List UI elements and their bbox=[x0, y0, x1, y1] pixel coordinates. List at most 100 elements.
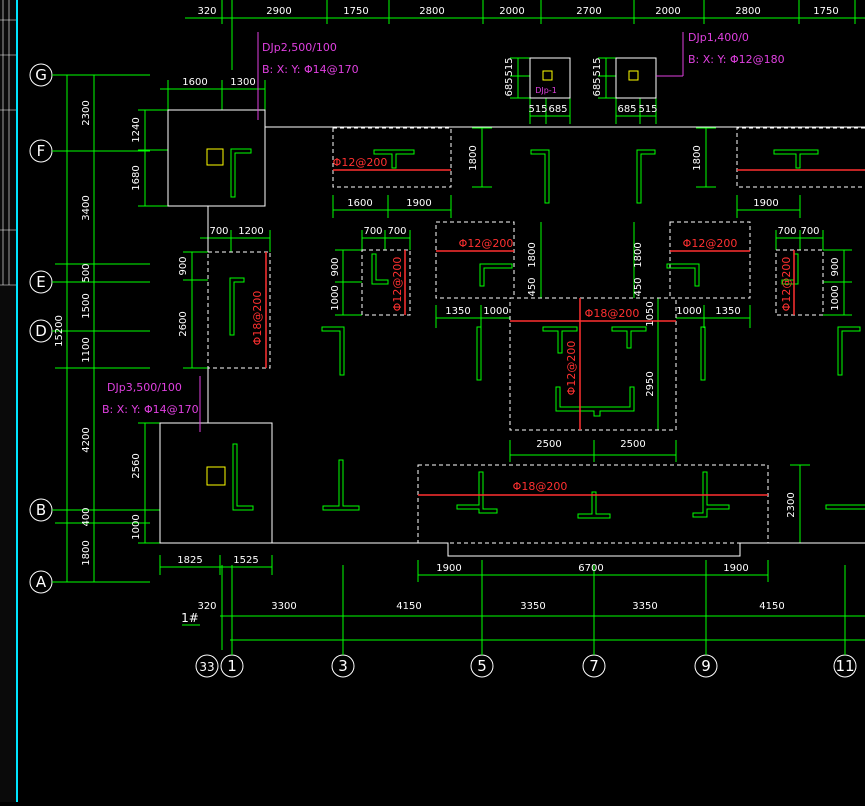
rebar-label: Φ12@200 bbox=[683, 237, 738, 250]
row-axis-label: B bbox=[36, 501, 46, 519]
dim-text: 1100 bbox=[81, 337, 92, 362]
dim-text: 2500 bbox=[620, 439, 645, 450]
rebar-label: Φ12@200 bbox=[780, 257, 793, 312]
dim-text: 400 bbox=[81, 507, 92, 526]
dim-text: 2700 bbox=[576, 6, 601, 17]
dim-text: 1900 bbox=[723, 563, 748, 574]
row-axis-label: E bbox=[36, 273, 45, 291]
dim-text: 2600 bbox=[178, 311, 189, 336]
dim-text: 4150 bbox=[759, 601, 784, 612]
building-outline bbox=[207, 126, 865, 557]
dashed-cap-e-left bbox=[361, 249, 411, 316]
dim-text: 1800 bbox=[81, 540, 92, 565]
columns bbox=[206, 70, 639, 486]
dim-text: 6700 bbox=[578, 563, 603, 574]
callouts: DJp2,500/100 B: X: Y: Φ14@170 DJp3,500/1… bbox=[102, 31, 785, 416]
callout-text: DJp1,400/0 bbox=[688, 31, 749, 44]
dim-text: 1825 bbox=[177, 555, 202, 566]
col-axis-label: 5 bbox=[477, 657, 487, 675]
dim-text: 4150 bbox=[396, 601, 421, 612]
dim-text: 1680 bbox=[131, 165, 142, 190]
row-axis-label: A bbox=[36, 573, 47, 591]
dim-text: 320 bbox=[197, 601, 216, 612]
rebar-labels: Φ12@200 Φ12@200 Φ12@200 Φ18@200 Φ12@200 … bbox=[251, 156, 793, 493]
dim-text: 1750 bbox=[343, 6, 368, 17]
column bbox=[206, 148, 224, 166]
rebar-label: Φ12@200 bbox=[565, 341, 578, 396]
dim-text: 2300 bbox=[786, 492, 797, 517]
column bbox=[206, 466, 226, 486]
callout-text: B: X: Y: Φ14@170 bbox=[102, 403, 199, 416]
dim-text: 500 bbox=[81, 263, 92, 282]
dim-text: 515 bbox=[592, 57, 603, 76]
dim-text: 15200 bbox=[54, 315, 65, 347]
dim-text: 685 bbox=[617, 104, 636, 115]
dim-text: 700 bbox=[800, 226, 819, 237]
pile-cap-g bbox=[167, 109, 266, 207]
rebar-label: Φ18@200 bbox=[513, 480, 568, 493]
col-axis-label: 7 bbox=[589, 657, 599, 675]
dashed-cap-core-left bbox=[435, 221, 515, 299]
dim-text: 2500 bbox=[536, 439, 561, 450]
dim-text: 900 bbox=[830, 257, 841, 276]
dim-text: 3400 bbox=[81, 195, 92, 220]
dim-text: 1800 bbox=[633, 242, 644, 267]
dim-text: 900 bbox=[178, 256, 189, 275]
dim-text: 515 bbox=[504, 57, 515, 76]
dim-text: 700 bbox=[209, 226, 228, 237]
callout-text: DJp3,500/100 bbox=[107, 381, 182, 394]
axis-labels: G F E D B A 33 1 3 5 7 9 11 bbox=[35, 66, 854, 675]
dim-text: 1900 bbox=[406, 198, 431, 209]
dim-text: 1600 bbox=[182, 77, 207, 88]
dim-text: 1800 bbox=[527, 242, 538, 267]
dim-text: 2800 bbox=[735, 6, 760, 17]
block-tag: 1# bbox=[181, 611, 199, 625]
dim-text: 2000 bbox=[655, 6, 680, 17]
dim-text: 1600 bbox=[347, 198, 372, 209]
dim-text: 1800 bbox=[468, 145, 479, 170]
dim-text: 685 bbox=[592, 77, 603, 96]
dim-text: 2900 bbox=[266, 6, 291, 17]
dim-text: 685 bbox=[504, 77, 515, 96]
dim-text: 1000 bbox=[676, 306, 701, 317]
dim-text: 3350 bbox=[520, 601, 545, 612]
dashed-caps bbox=[207, 127, 865, 544]
dashed-raft bbox=[417, 464, 769, 544]
dashed-cap-core-right bbox=[669, 221, 751, 299]
dim-text: 1350 bbox=[715, 306, 740, 317]
col-axis-label: 1 bbox=[227, 657, 237, 675]
rebar-label: Φ18@200 bbox=[585, 307, 640, 320]
dim-text: 1350 bbox=[445, 306, 470, 317]
col-axis-label: 9 bbox=[701, 657, 711, 675]
dimension-texts: 320 2900 1750 2800 2000 2700 2000 2800 1… bbox=[54, 6, 841, 625]
dim-text: 320 bbox=[197, 6, 216, 17]
dim-text: 2300 bbox=[81, 100, 92, 125]
pile-cap-b bbox=[159, 422, 273, 544]
dim-text: 2800 bbox=[419, 6, 444, 17]
dim-text: 4200 bbox=[81, 427, 92, 452]
dim-text: 1000 bbox=[483, 306, 508, 317]
leader-lines bbox=[199, 32, 684, 432]
dim-text: 1000 bbox=[830, 285, 841, 310]
dim-text: 700 bbox=[387, 226, 406, 237]
shear-walls bbox=[229, 148, 865, 519]
dim-text: 1800 bbox=[692, 145, 703, 170]
column bbox=[542, 70, 553, 81]
dashed-cap-f-left bbox=[332, 127, 452, 188]
dim-text: 1240 bbox=[131, 117, 142, 142]
axis-bubble-tails bbox=[52, 74, 846, 655]
pile-caps bbox=[159, 57, 657, 544]
dim-text: 3350 bbox=[632, 601, 657, 612]
callout-text: DJp-1 bbox=[535, 86, 557, 95]
rebar-label: Φ18@200 bbox=[251, 291, 264, 346]
dim-text: 2560 bbox=[131, 453, 142, 478]
dim-text: 1500 bbox=[81, 293, 92, 318]
axis-bubbles bbox=[29, 63, 857, 678]
dim-text: 700 bbox=[363, 226, 382, 237]
dim-text: 2000 bbox=[499, 6, 524, 17]
dim-text: 685 bbox=[548, 104, 567, 115]
dim-text: 450 bbox=[633, 277, 644, 296]
pile-cap-djp1-left bbox=[529, 57, 571, 99]
